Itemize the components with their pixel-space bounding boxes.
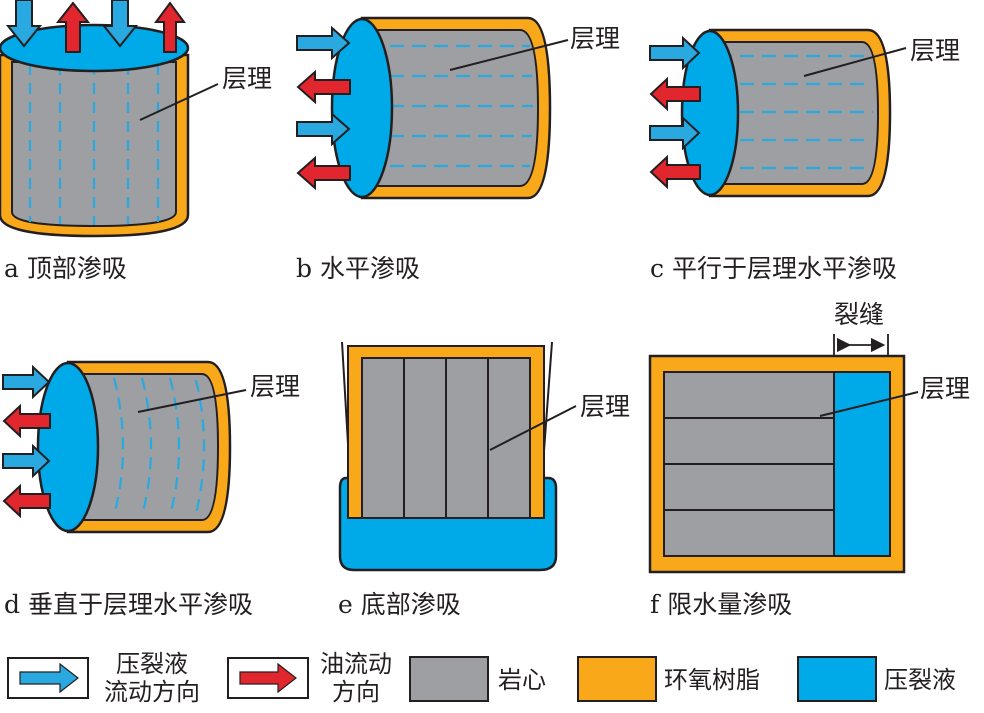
legend-rock-swatch — [409, 656, 489, 702]
panel-b-cylinder — [330, 16, 569, 200]
caption-panel-d: d 垂直于层理水平渗吸 — [4, 590, 253, 619]
legend-fluid-label: 压裂液 — [884, 666, 956, 694]
panel-d-arrows — [2, 364, 51, 519]
panel-d-bedding-label: 层理 — [250, 372, 301, 401]
panel-c-cylinder — [680, 28, 907, 198]
panel-b-bedding-label: 层理 — [570, 24, 621, 53]
panel-d-cylinder — [36, 360, 247, 534]
legend-fluid-swatch — [797, 656, 877, 702]
caption-panel-f: f 限水量渗吸 — [650, 590, 793, 619]
panel-a-cylinder — [0, 23, 219, 238]
legend-resin-label: 环氧树脂 — [664, 666, 760, 694]
legend-oil-flow-line2: 方向 — [332, 677, 380, 706]
panel-a-bedding-label: 层理 — [222, 64, 273, 93]
legend-oil-flow-line1: 油流动 — [320, 650, 392, 678]
panel-a-arrows — [5, 0, 186, 53]
caption-panel-e: e 底部渗吸 — [338, 590, 461, 619]
legend-frac-flow-swatch — [7, 657, 89, 699]
legend-rock-label: 岩心 — [498, 666, 546, 694]
legend-oil-flow-swatch — [227, 657, 309, 699]
panel-c-arrows — [649, 35, 701, 190]
caption-panel-c: c 平行于层理水平渗吸 — [650, 254, 897, 283]
panel-e-core — [347, 345, 577, 519]
caption-panel-b: b 水平渗吸 — [296, 254, 420, 283]
panel-e-bedding-label: 层理 — [580, 392, 631, 421]
legend-frac-flow-label: 压裂液 流动方向 — [96, 650, 208, 706]
panel-c-bedding-label: 层理 — [910, 36, 961, 65]
legend-oil-flow-label: 油流动 方向 — [312, 650, 400, 706]
panel-f-box — [648, 354, 919, 574]
legend-resin-swatch — [577, 656, 657, 702]
panel-b-arrows — [296, 25, 351, 191]
panel-f-bedding-label: 层理 — [920, 374, 971, 403]
fracture-width-marker — [833, 334, 889, 356]
legend-frac-flow-line2: 流动方向 — [104, 677, 200, 706]
fracture-label: 裂缝 — [834, 300, 885, 329]
legend-frac-flow-line1: 压裂液 — [116, 650, 188, 678]
caption-panel-a: a 顶部渗吸 — [4, 254, 127, 283]
